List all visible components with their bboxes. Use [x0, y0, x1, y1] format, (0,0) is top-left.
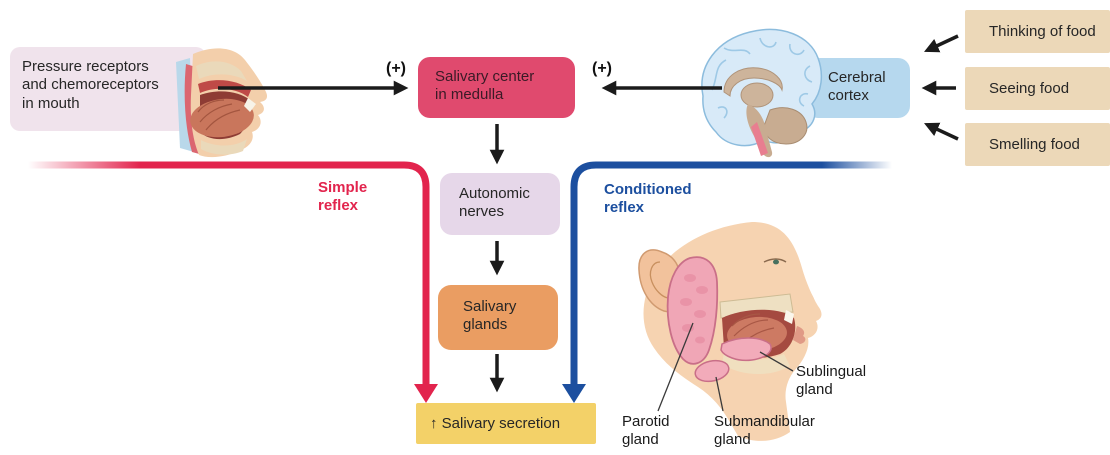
conditioned-reflex-label: Conditioned reflex	[604, 181, 692, 216]
submandibular-gland-shape	[694, 359, 730, 383]
stimulus-seeing-food: Seeing food	[965, 67, 1110, 110]
sublingual-gland-label: Sublingual gland	[796, 363, 867, 398]
head-illustration	[638, 222, 822, 441]
parotid-leader-line	[657, 322, 694, 412]
stimulus-thinking-of-food: Thinking of food	[965, 10, 1110, 53]
simple-reflex-label: Simple reflex	[318, 179, 368, 214]
salivary-glands-label: Salivary glands	[463, 298, 517, 334]
salivary-secretion-box: ↑ Salivary secretion	[416, 403, 596, 444]
submandibular-gland-label: Submandibular gland	[714, 413, 815, 448]
cerebral-cortex-label: Cerebral cortex	[828, 69, 886, 105]
sublingual-gland-shape	[720, 337, 772, 362]
pressure-receptors-box: Pressure receptors and chemoreceptors in…	[10, 47, 206, 131]
pressure-receptors-label: Pressure receptors and chemoreceptors in…	[22, 58, 159, 112]
plus-sign-right: (+)	[592, 60, 612, 77]
autonomic-nerves-label: Autonomic nerves	[459, 185, 530, 221]
salivary-glands-box: Salivary glands	[438, 285, 558, 350]
parotid-gland-shape	[666, 256, 719, 365]
conditioned-reflex-arrowhead-icon	[562, 384, 586, 403]
autonomic-nerves-box: Autonomic nerves	[440, 173, 560, 235]
salivary-center-label: Salivary center in medulla	[435, 68, 535, 104]
arrow-thinking-to-cortex-icon	[924, 34, 959, 53]
brain-illustration	[701, 28, 823, 158]
cerebral-cortex-box: Cerebral cortex	[806, 58, 910, 118]
parotid-gland-label: Parotid gland	[622, 413, 670, 448]
salivary-center-box: Salivary center in medulla	[418, 57, 575, 118]
ear	[638, 249, 686, 313]
sublingual-leader-line	[759, 351, 794, 372]
submandibular-leader-line	[715, 376, 724, 412]
eye-line	[763, 258, 787, 263]
stimulus-smelling-food: Smelling food	[965, 123, 1110, 166]
arrow-smelling-to-cortex-icon	[924, 122, 959, 141]
plus-sign-left: (+)	[386, 60, 406, 77]
simple-reflex-arrowhead-icon	[414, 384, 438, 403]
